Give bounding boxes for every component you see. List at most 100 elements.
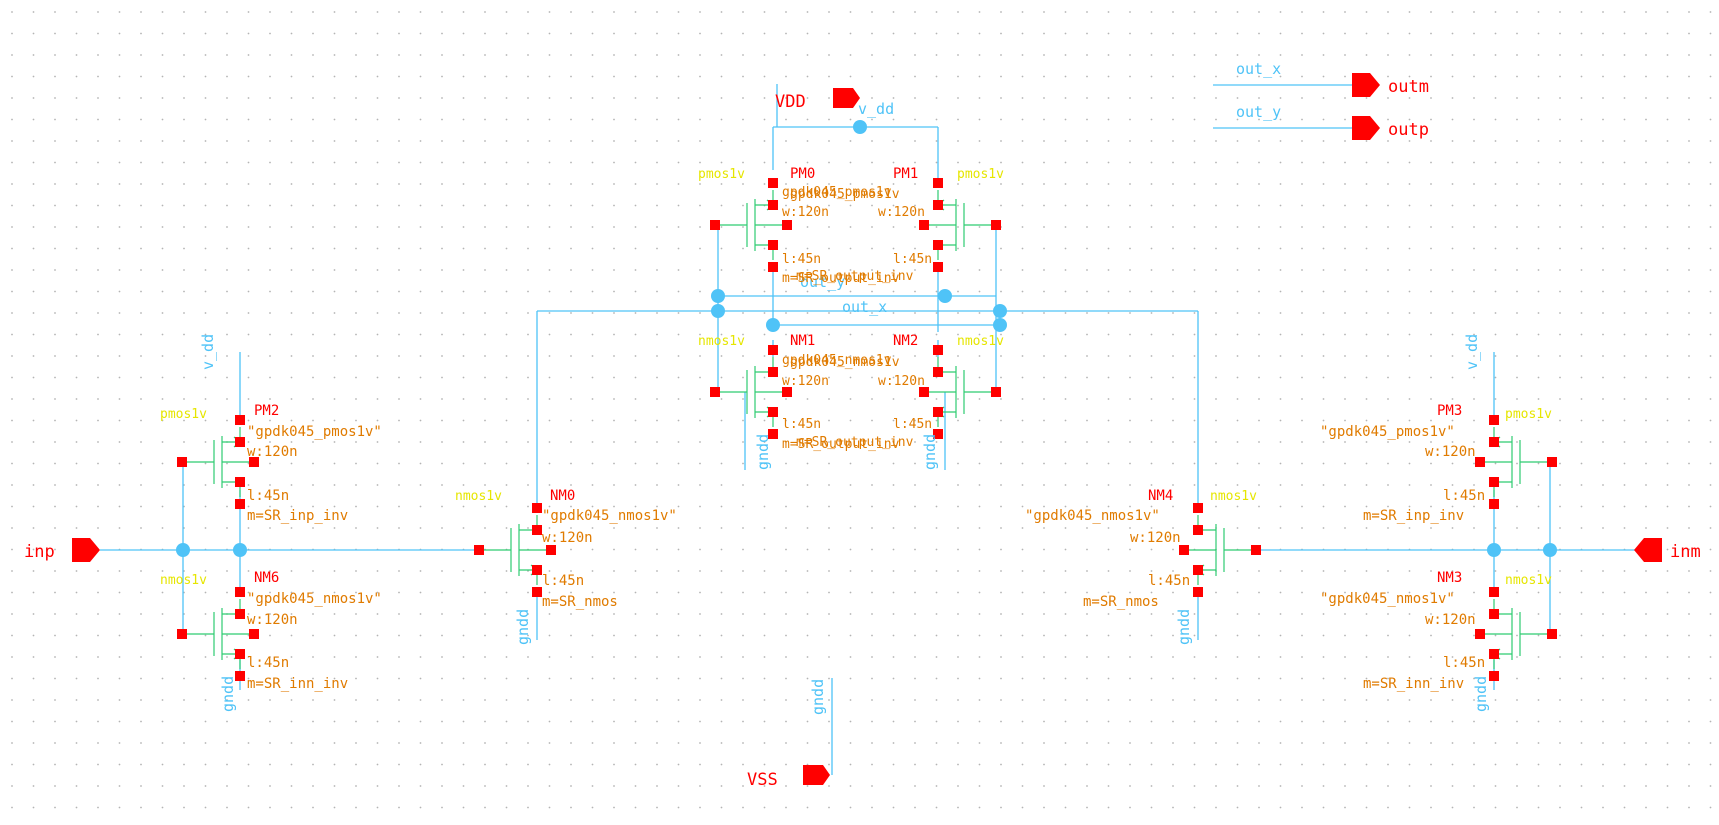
nm3-name: NM3	[1437, 570, 1462, 586]
nm6-pin-3	[235, 671, 245, 681]
vdd-pin-label: VDD	[775, 92, 806, 112]
nm6-pin-0	[235, 587, 245, 597]
device-pm3[interactable]: PM3 pmos1v "gpdk045_pmos1v" w:120n l:45n…	[1320, 403, 1552, 524]
pm1-name: PM1	[893, 166, 918, 182]
io-pin-vdd[interactable]: VDD	[775, 88, 860, 112]
nm0-pin-1	[532, 525, 542, 535]
nm0-w: w:120n	[542, 530, 593, 546]
nm3-pin-2	[1489, 649, 1499, 659]
junction-inp	[176, 543, 190, 557]
pm1-model: gpdk045_pmos1v	[790, 187, 900, 202]
nm3-pin-1	[1489, 609, 1499, 619]
junction-inm	[1543, 543, 1557, 557]
device-nm6[interactable]: nmos1v NM6 "gpdk045_nmos1v" w:120n l:45n…	[160, 570, 382, 692]
nm2-w: w:120n	[878, 374, 925, 389]
pm0-pin-4	[710, 220, 720, 230]
io-pin-outm[interactable]: outm	[1352, 73, 1429, 97]
nm1-m: m=SR_output_inv	[782, 437, 900, 452]
device-pm1[interactable]: PM1 pmos1v gpdk045_pmos1v w:120n l:45n m…	[790, 166, 1004, 284]
nm1-name: NM1	[790, 333, 815, 349]
nm0-l: l:45n	[542, 573, 584, 589]
nm4-pin-5	[1179, 545, 1189, 555]
pm2-name: PM2	[254, 403, 279, 419]
nm1-w: w:120n	[782, 374, 829, 389]
pm2-model: "gpdk045_pmos1v"	[247, 424, 382, 440]
pm0-pin-5	[782, 220, 792, 230]
nm1-type: nmos1v	[698, 334, 745, 349]
pm1-w: w:120n	[878, 205, 925, 220]
nm6-name: NM6	[254, 570, 279, 586]
net-label-out-x-top: out_x	[1236, 60, 1281, 78]
pm2-pin-3	[235, 499, 245, 509]
io-pin-outp[interactable]: outp	[1352, 116, 1429, 140]
nm2-pin-0	[933, 345, 943, 355]
pm1-l: l:45n	[893, 252, 932, 267]
net-label-gndd-left: gndd	[219, 676, 237, 712]
pm1-type: pmos1v	[957, 167, 1004, 182]
nm0-model: "gpdk045_nmos1v"	[542, 508, 677, 524]
pm0-l: l:45n	[782, 252, 821, 267]
nm3-pin-4	[1547, 629, 1557, 639]
nm6-pin-4	[177, 629, 187, 639]
pm3-w: w:120n	[1425, 444, 1476, 460]
pm2-type: pmos1v	[160, 407, 207, 422]
nm1-pin-0	[768, 345, 778, 355]
junction-out-x-l	[711, 304, 725, 318]
pm2-pin-5	[249, 457, 259, 467]
pm2-w: w:120n	[247, 444, 298, 460]
net-label-out-y-top: out_y	[1236, 103, 1281, 121]
pm1-pin-2	[933, 240, 943, 250]
outp-pin-arrow	[1352, 116, 1380, 140]
nm6-pin-1	[235, 609, 245, 619]
device-nm2[interactable]: NM2 nmos1v gpdk045_nmos1v w:120n l:45n m…	[790, 333, 1004, 450]
nm2-m: m=SR_output_inv	[796, 435, 914, 450]
vss-pin-label: VSS	[747, 770, 778, 790]
net-label-gndd-nm1: gndd	[754, 434, 772, 470]
nm4-l: l:45n	[1148, 573, 1190, 589]
pm0-pin-1	[768, 200, 778, 210]
device-nm4[interactable]: NM4 nmos1v "gpdk045_nmos1v" w:120n l:45n…	[1025, 488, 1257, 610]
nm0-pin-2	[532, 565, 542, 575]
device-pm2[interactable]: pmos1v PM2 "gpdk045_pmos1v" w:120n l:45n…	[160, 403, 382, 524]
device-nm1[interactable]: nmos1v NM1 gpdk045_nmos1v w:120n l:45n m…	[698, 333, 900, 452]
pm3-pin-2	[1489, 477, 1499, 487]
nm1-pin-1	[768, 367, 778, 377]
nm1-pin-2	[768, 407, 778, 417]
pm3-pin-5	[1475, 457, 1485, 467]
pm0-pin-0	[768, 178, 778, 188]
nm3-pin-0	[1489, 587, 1499, 597]
nm4-pin-4	[1251, 545, 1261, 555]
pm2-pin-4	[177, 457, 187, 467]
net-label-out-x-mid: out_x	[842, 298, 887, 316]
nm4-pin-0	[1193, 503, 1203, 513]
nm4-w: w:120n	[1130, 530, 1181, 546]
nm6-w: w:120n	[247, 612, 298, 628]
vdd-pin-arrow	[833, 88, 860, 108]
nm4-type: nmos1v	[1210, 489, 1257, 504]
pm3-m: m=SR_inp_inv	[1363, 508, 1464, 524]
net-labels: v_dd out_x out_y out_x out_y v_dd v_dd g…	[199, 60, 1490, 715]
nm3-model: "gpdk045_nmos1v"	[1320, 591, 1455, 607]
pm1-m: m=SR_output_inv	[796, 269, 914, 284]
pm3-type: pmos1v	[1505, 407, 1552, 422]
pm2-pin-1	[235, 437, 245, 447]
inm-pin-label: inm	[1670, 542, 1701, 562]
device-nm0[interactable]: nmos1v NM0 "gpdk045_nmos1v" w:120n l:45n…	[455, 488, 677, 610]
nm1-pin-3	[768, 429, 778, 439]
io-pin-vss[interactable]: VSS	[747, 765, 830, 790]
device-pm0[interactable]: pmos1v PM0 gpdk045_pmos1v w:120n l:45n m…	[698, 166, 900, 286]
nm3-pin-5	[1475, 629, 1485, 639]
nm3-w: w:120n	[1425, 612, 1476, 628]
inm-pin-arrow	[1634, 538, 1662, 562]
io-pin-inm[interactable]: inm	[1634, 538, 1701, 562]
nm4-pin-1	[1193, 525, 1203, 535]
nm1-pin-5	[782, 387, 792, 397]
device-nm3[interactable]: NM3 nmos1v "gpdk045_nmos1v" w:120n l:45n…	[1320, 570, 1552, 692]
io-pin-inp[interactable]: inp	[24, 538, 100, 562]
pm1-pin-0	[933, 178, 943, 188]
pm0-model: gpdk045_pmos1v	[782, 185, 892, 200]
vss-pin-arrow	[803, 765, 830, 785]
pm2-l: l:45n	[247, 488, 289, 504]
nm0-name: NM0	[550, 488, 575, 504]
